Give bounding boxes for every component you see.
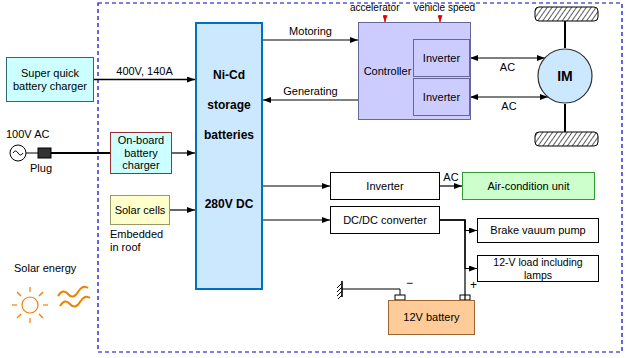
node-text: Inverter bbox=[366, 180, 403, 193]
signal-label: vehicle speed bbox=[414, 2, 475, 14]
node-text: 280V DC bbox=[205, 194, 254, 214]
solar-rays bbox=[58, 287, 90, 307]
node-text: Air-condition unit bbox=[488, 180, 570, 193]
plug bbox=[38, 148, 51, 158]
connector-arrow bbox=[263, 99, 358, 100]
connector-arrow bbox=[263, 39, 358, 40]
connector-arrow bbox=[263, 219, 330, 220]
battery-pack: Ni-Cd storage batteries 280V DC bbox=[195, 22, 263, 290]
connector-arrow bbox=[263, 185, 330, 186]
node-text: IM bbox=[557, 68, 573, 84]
input-arrow bbox=[439, 15, 440, 22]
connector-label: Motoring bbox=[289, 25, 332, 37]
node-text: DC/DC converter bbox=[343, 214, 427, 227]
charging-cable bbox=[51, 152, 110, 154]
connector-arrow bbox=[440, 220, 477, 269]
solar-box: Solar cells bbox=[110, 195, 170, 225]
connector-arrow bbox=[470, 57, 545, 58]
ac-source bbox=[10, 145, 26, 161]
charger-box: Super quick battery charger bbox=[6, 57, 94, 102]
source-label: 100V AC bbox=[6, 128, 49, 141]
note-label: Embedded in roof bbox=[110, 228, 172, 253]
ac-source-symbol bbox=[13, 151, 23, 155]
node-text: Solar cells bbox=[115, 204, 166, 217]
connector-arrow bbox=[172, 152, 195, 153]
terminal-sign: − bbox=[406, 277, 413, 291]
connector-label: AC bbox=[500, 61, 515, 73]
connector-label: 400V, 140A bbox=[116, 64, 172, 76]
vehicle-boundary bbox=[98, 3, 622, 352]
node-text: Super quick battery charger bbox=[10, 67, 90, 92]
ground-symbol bbox=[337, 281, 342, 299]
connector-arrow bbox=[440, 185, 462, 186]
node-text: 12-V load including lamps bbox=[480, 256, 596, 280]
connector-arrow bbox=[440, 220, 477, 231]
connector-arrow bbox=[440, 220, 465, 300]
motor-circle: IM bbox=[537, 48, 593, 104]
part-label: Plug bbox=[30, 162, 52, 175]
plug-wire bbox=[26, 153, 38, 154]
charger-box: On-board battery charger bbox=[110, 132, 172, 174]
node-text: Inverter bbox=[423, 91, 460, 104]
load-box: 12-V load including lamps bbox=[477, 255, 599, 282]
inverter-box: Inverter bbox=[330, 172, 440, 200]
battery-box: 12V battery bbox=[388, 300, 475, 335]
wheel-tire bbox=[535, 132, 598, 146]
converter-box: DC/DC converter bbox=[330, 206, 440, 234]
ground-wire bbox=[342, 289, 400, 295]
terminal-sign: + bbox=[470, 279, 477, 293]
wheel-tire bbox=[535, 7, 598, 21]
sun-symbol bbox=[12, 287, 48, 323]
note-label: Solar energy bbox=[14, 262, 76, 275]
node-text: Ni-Cd storage batteries bbox=[197, 60, 261, 150]
node-text: Brake vauum pump bbox=[490, 224, 585, 237]
connector-arrow bbox=[94, 79, 195, 81]
input-arrow bbox=[384, 15, 385, 22]
inverter-box: Inverter bbox=[413, 39, 470, 77]
connector-label: Generating bbox=[283, 85, 337, 97]
axle bbox=[564, 21, 566, 48]
node-text: On-board battery charger bbox=[113, 134, 169, 172]
connector-label: AC bbox=[501, 100, 516, 112]
motor-circle-shape bbox=[538, 49, 592, 103]
load-box: Brake vauum pump bbox=[477, 218, 599, 243]
signal-label: accelerator bbox=[350, 2, 399, 14]
inverter-box: Inverter bbox=[413, 78, 470, 116]
connector-arrow bbox=[170, 209, 195, 210]
aircon-box: Air-condition unit bbox=[462, 172, 595, 200]
node-text: 12V battery bbox=[403, 311, 459, 324]
connector-label: AC bbox=[443, 171, 458, 183]
node-text: Controller bbox=[364, 65, 412, 78]
connector-arrow bbox=[470, 96, 548, 97]
controller-box: InverterInverterController bbox=[358, 22, 471, 120]
node-text: Inverter bbox=[423, 52, 460, 65]
axle bbox=[564, 104, 566, 132]
